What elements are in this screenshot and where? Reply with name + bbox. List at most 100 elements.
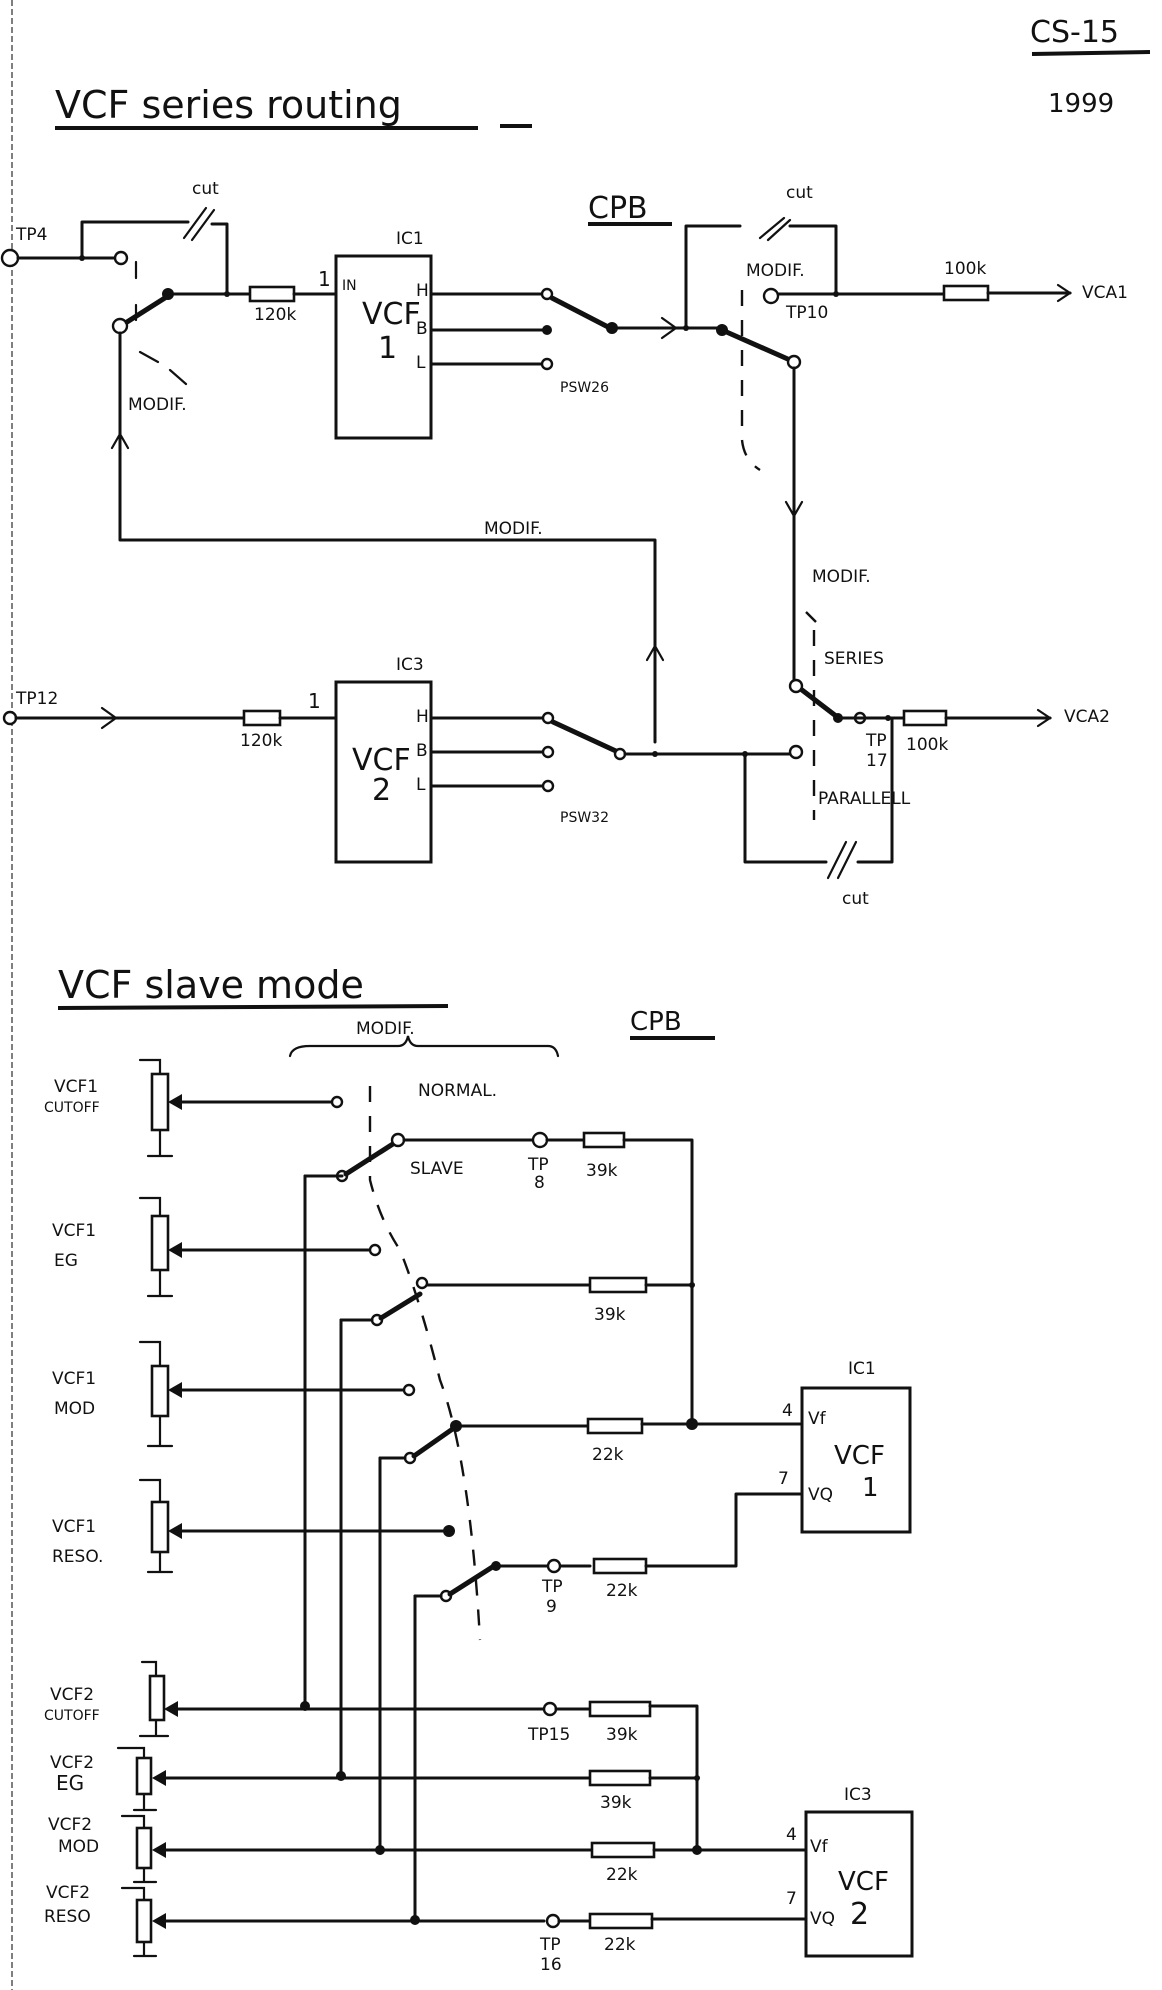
resistor-39k-d-label: 39k (600, 1793, 632, 1813)
ic1-pin-in-label: IN (342, 278, 357, 294)
ic3-pin-l: L (416, 775, 426, 795)
tp12-label: TP12 (15, 689, 58, 709)
tp8-label-a: TP (527, 1155, 549, 1175)
slave-board-label: CPB (630, 1007, 682, 1037)
modif-return-wire (118, 331, 657, 744)
psw32-contact-h (541, 711, 555, 725)
ic3-num: 2 (372, 773, 391, 808)
modif-label-3: MODIF. (484, 519, 543, 539)
slave-modif-label: MODIF. (356, 1019, 415, 1039)
vca2-arrow (1036, 708, 1052, 728)
normal-label: NORMAL. (418, 1081, 497, 1101)
modif-label-1: MODIF. (128, 395, 187, 415)
slave-switch-linkage (368, 1086, 482, 1641)
ic1-ref: IC1 (396, 229, 424, 249)
signal-arrow-1 (660, 316, 678, 340)
routing-switch-1-blade (719, 327, 793, 363)
resistor-39k-a-label: 39k (586, 1161, 618, 1181)
sheet-id-underline (1031, 50, 1151, 56)
ic1-num: 1 (378, 331, 397, 366)
tp4-terminal (0, 248, 20, 268)
ic1-slave-pin-vf: Vf (808, 1409, 827, 1429)
slave-switch-4-blade (447, 1563, 497, 1597)
sum-bus-vcf1 (622, 1138, 694, 1422)
slave-switch-2-blade (378, 1291, 423, 1321)
ic1-slave-pin4-num: 4 (782, 1401, 793, 1421)
tp10-label: TP10 (785, 303, 828, 323)
normal-contact-1 (330, 1095, 344, 1109)
ic1-vcf1-box (334, 254, 433, 440)
psw32-label: PSW32 (560, 810, 609, 826)
tp9-label-b: 9 (546, 1597, 557, 1617)
sheet-id: CS-15 1999 (1030, 15, 1151, 119)
pot-label-line2: RESO (44, 1907, 91, 1927)
tp4-switch-contact (113, 250, 129, 266)
normal-contact-2 (368, 1243, 382, 1257)
tp10-terminal (762, 287, 780, 305)
ic1-output-wires (429, 292, 547, 366)
resistor-120k-2-label: 120k (240, 731, 282, 751)
signal-arrow-2 (100, 706, 118, 730)
vcf2-reso-pot: VCF2 RESO (44, 1883, 158, 1958)
ic1-pin1-num: 1 (318, 267, 331, 291)
series-mode-label: SERIES (824, 649, 884, 669)
slave-mode-title-underline (57, 1004, 449, 1010)
ic3-slave-name: VCF (838, 1867, 889, 1897)
resistor-39k-d (588, 1769, 652, 1787)
slave-switch-1-blade (343, 1139, 399, 1177)
vcf1-cutoff-pot: VCF1 CUTOFF (44, 1058, 174, 1158)
pot-label-line1: VCF2 (46, 1883, 90, 1903)
series-contact (788, 678, 804, 694)
sheet-id-label: CS-15 (1030, 15, 1119, 50)
pot-label-line1: VCF2 (50, 1753, 94, 1773)
vcf2-eg-pot: VCF2 EG (50, 1746, 158, 1812)
resistor-100k-2-label: 100k (906, 735, 948, 755)
slave-label: SLAVE (410, 1159, 464, 1179)
tp15-terminal (542, 1701, 558, 1717)
resistor-22k-d (588, 1912, 654, 1930)
pot-label-line2: CUTOFF (44, 1100, 100, 1116)
modif-label-4: MODIF. (812, 567, 871, 587)
cut-mark-2 (758, 216, 792, 242)
pot-label-line1: VCF1 (52, 1517, 96, 1537)
ic1-slave-pin7-num: 7 (778, 1469, 789, 1489)
switch-linkage-3 (805, 611, 817, 820)
resistor-22k-c-label: 22k (606, 1865, 638, 1885)
series-routing-title: VCF series routing (55, 83, 402, 127)
pot-label-line2: CUTOFF (44, 1708, 100, 1724)
psw26-blade (549, 295, 613, 331)
sheet-year: 1999 (1048, 89, 1114, 119)
resistor-100k-2 (902, 709, 948, 727)
vcf2-mod-pot: VCF2 MOD (48, 1814, 158, 1884)
tp16-terminal (545, 1913, 561, 1929)
resistor-39k-a (582, 1131, 626, 1149)
cut-mark-3 (826, 840, 858, 880)
resistor-120k-1-label: 120k (254, 305, 296, 325)
ic3-output-wires (429, 716, 548, 788)
tp8-terminal (531, 1131, 549, 1149)
slave-switch-3-blade (411, 1425, 457, 1459)
cut-bridge-wire-1b (210, 222, 229, 297)
tp16-label-b: 16 (540, 1955, 562, 1975)
vcf1-reso-pot: VCF1 RESO. (52, 1478, 174, 1574)
resistor-120k-1 (248, 285, 296, 303)
series-routing-section: VCF series routing CPB TP4 cut MODIF. 12… (0, 83, 1128, 909)
vca2-label: VCA2 (1064, 707, 1110, 727)
pot-label-line1: VCF2 (48, 1815, 92, 1835)
ic1-slave-ref: IC1 (848, 1359, 876, 1379)
ic1-slave-pin-vq: VQ (808, 1485, 833, 1505)
tp4-label: TP4 (15, 225, 47, 245)
cut-mark-1 (182, 206, 216, 242)
slave-mode-section: VCF slave mode CPB MODIF. NORMAL. SLAVE … (44, 963, 914, 1975)
ic3-slave-pin-vf: Vf (810, 1837, 829, 1857)
pot-label-line1: VCF1 (52, 1221, 96, 1241)
resistor-22k-a (586, 1417, 644, 1435)
cut-label-3: cut (842, 889, 869, 909)
series-board-label: CPB (588, 191, 648, 226)
resistor-22k-d-label: 22k (604, 1935, 636, 1955)
cut-bridge-wire-3 (743, 752, 828, 864)
resistor-22k-b-label: 22k (606, 1581, 638, 1601)
vcf2-cutoff-pot: VCF2 CUTOFF (44, 1660, 170, 1738)
psw32-contact-b (541, 745, 555, 759)
